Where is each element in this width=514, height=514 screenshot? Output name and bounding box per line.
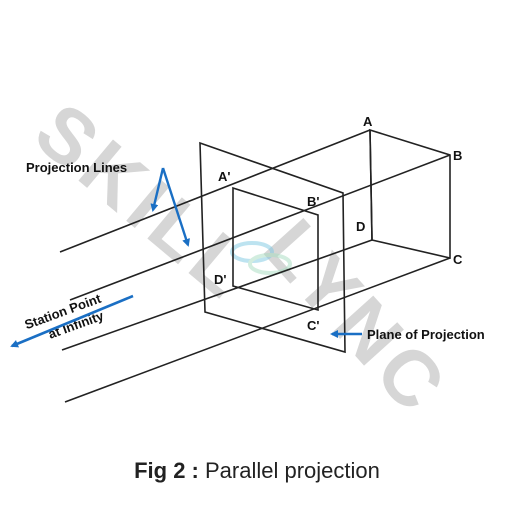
projected-face bbox=[232, 186, 319, 312]
watermark-word-2: LYNC bbox=[247, 202, 466, 431]
plane-of-projection-label: Plane of Projection bbox=[367, 327, 485, 342]
projection-line-c bbox=[64, 257, 451, 403]
projection-lines-pointer bbox=[150, 167, 190, 247]
projection-line-b bbox=[69, 154, 451, 301]
point-b-label: B bbox=[453, 148, 462, 163]
projection-lines-label: Projection Lines bbox=[26, 160, 127, 175]
point-a-prime-label: A' bbox=[218, 169, 230, 184]
point-b-prime-label: B' bbox=[307, 194, 319, 209]
object-box bbox=[369, 128, 451, 260]
point-d-prime-label: D' bbox=[214, 272, 226, 287]
projected-square bbox=[232, 186, 319, 312]
pointer-arrow-2 bbox=[161, 167, 190, 247]
object-front-face bbox=[369, 128, 451, 260]
projection-line-d bbox=[61, 239, 373, 351]
plane-of-projection bbox=[199, 141, 346, 354]
point-a-label: A bbox=[363, 114, 373, 129]
projection-lines-group bbox=[59, 129, 451, 403]
projection-line-a bbox=[59, 129, 371, 253]
caption-figure-number: Fig 2 : bbox=[134, 458, 199, 483]
object-edge-ad bbox=[369, 129, 373, 241]
point-c-prime-label: C' bbox=[307, 318, 319, 333]
point-c-label: C bbox=[453, 252, 463, 267]
figure-caption: Fig 2 : Parallel projection bbox=[0, 458, 514, 484]
station-point-label-group: Station Point at Infinity bbox=[22, 290, 106, 341]
pointer-arrow-1 bbox=[150, 167, 165, 212]
plane-outline bbox=[199, 141, 346, 354]
station-point-arrow bbox=[10, 294, 134, 348]
point-d-label: D bbox=[356, 219, 365, 234]
chain-link-icon bbox=[230, 241, 292, 275]
caption-text: Parallel projection bbox=[198, 458, 380, 483]
